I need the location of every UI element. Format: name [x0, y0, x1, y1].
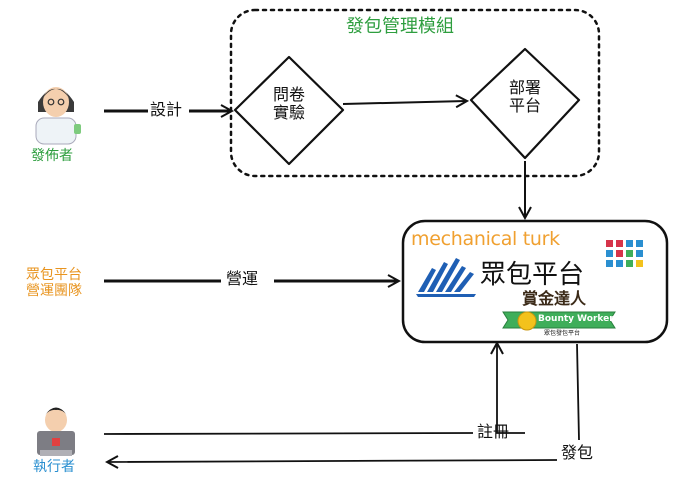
executor-avatar-icon [37, 407, 75, 456]
grid-logo-square [616, 240, 623, 247]
bounty-en-label: Bounty Workers [538, 314, 620, 324]
grid-logo-square [606, 240, 613, 247]
design-edge-label: 設計 [150, 100, 183, 119]
mturk-label: mechanical turk [411, 228, 560, 250]
platform-team-label: 眾包平台 營運團隊 [18, 267, 90, 299]
register-edge [103, 344, 525, 435]
register-edge-label: 註冊 [477, 422, 510, 441]
grid-logo-square [616, 250, 623, 257]
grid-logo-square [636, 240, 643, 247]
grid-logo-square [626, 260, 633, 267]
questionnaire-node-label: 問卷 實驗 [264, 85, 314, 123]
grid-logo-square [606, 260, 613, 267]
grid-logo-square [636, 260, 643, 267]
questionnaire-line-1: 問卷 [272, 85, 305, 104]
deploy-node-label: 部署 平台 [500, 78, 550, 116]
bounty-sub-label: 眾包發包平台 [544, 330, 581, 337]
bounty-cn-label: 賞金達人 [522, 289, 587, 308]
grid-logo-square [626, 250, 633, 257]
deploy-line-2: 平台 [508, 96, 541, 116]
publisher-label: 發佈者 [31, 148, 73, 164]
questionnaire-line-2: 實驗 [272, 103, 305, 123]
grid-logo-square [616, 260, 623, 267]
publisher-avatar-icon [35, 87, 81, 145]
crowd-platform-label: 眾包平台 [480, 260, 585, 290]
grid-logo-square [606, 250, 613, 257]
bounty-workers-logo [502, 311, 616, 331]
crowd-logo-icon [416, 258, 476, 297]
questionnaire-diamond [233, 55, 345, 166]
module-title: 發包管理模組 [346, 16, 454, 37]
module-container [229, 8, 601, 178]
dispatch-edge [108, 343, 580, 462]
dispatch-edge-label: 發包 [561, 443, 594, 462]
executor-label: 執行者 [33, 459, 75, 475]
grid-logo-square [636, 250, 643, 257]
deploy-line-1: 部署 [508, 78, 541, 97]
platform-team-line-1: 眾包平台 [26, 267, 82, 283]
grid-logo-icon [606, 240, 643, 267]
grid-logo-square [626, 240, 633, 247]
deploy-diamond [469, 47, 581, 160]
operate-edge-label: 營運 [226, 269, 259, 288]
questionnaire-to-deploy-edge [342, 101, 466, 104]
platform-team-line-2: 營運團隊 [26, 283, 82, 300]
